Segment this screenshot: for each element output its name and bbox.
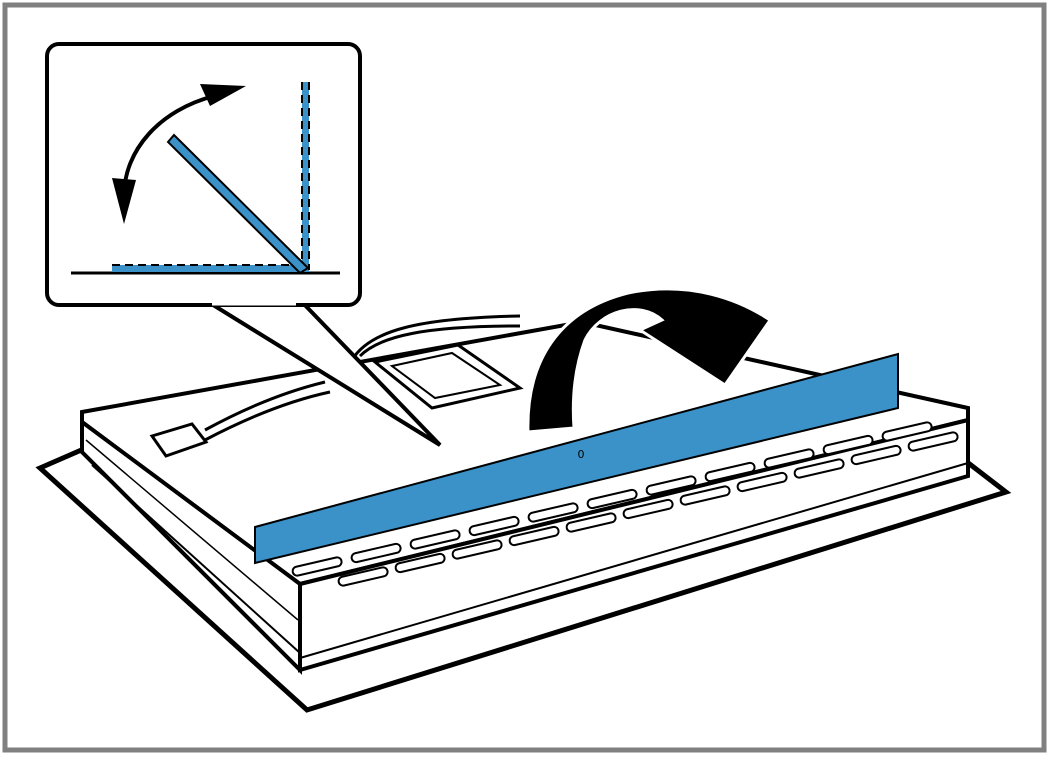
vent-slot	[881, 421, 933, 442]
inset-flap-flat	[112, 265, 302, 272]
vent-slot	[622, 498, 674, 520]
vent-slot	[586, 488, 638, 510]
vent-slots	[291, 421, 959, 587]
device-front-edge-detail	[299, 462, 969, 659]
vent-slot	[565, 512, 617, 533]
cable-top-2	[358, 324, 521, 358]
connector-cable-2	[204, 390, 331, 442]
device-left-edge-detail-2	[85, 439, 299, 621]
vent-slot	[337, 566, 389, 587]
vent-slot	[645, 475, 697, 496]
connector-plug	[149, 422, 209, 458]
arrowhead-down	[112, 178, 136, 224]
device-left-edge-detail	[91, 464, 301, 654]
vent-slot	[508, 525, 560, 547]
inset-flap-diagonal	[166, 133, 310, 275]
vent-slot	[793, 458, 845, 479]
inset-flap-upright	[302, 82, 309, 272]
arrowhead-up	[200, 84, 246, 106]
vent-slot	[763, 448, 815, 469]
vent-slot	[704, 461, 756, 483]
vent-slot	[291, 556, 343, 577]
vent-slot	[850, 444, 902, 466]
vent-slot	[468, 515, 520, 537]
vent-slot	[679, 485, 731, 506]
vent-slot	[736, 471, 788, 493]
vent-slot	[907, 431, 959, 452]
blue-flap	[254, 352, 899, 565]
vent-slot	[527, 502, 579, 523]
device-front-face	[298, 417, 970, 673]
panel-label: 0	[578, 448, 585, 461]
vent-slot	[451, 539, 503, 560]
vent-slot	[394, 552, 446, 574]
cable-top	[350, 314, 521, 361]
rotate-arrow-icon	[526, 287, 782, 434]
vent-slot	[350, 542, 402, 564]
vent-slot	[822, 434, 874, 456]
connector-cable	[204, 380, 326, 432]
top-recess-inner	[389, 351, 503, 400]
vent-slot	[409, 529, 461, 550]
